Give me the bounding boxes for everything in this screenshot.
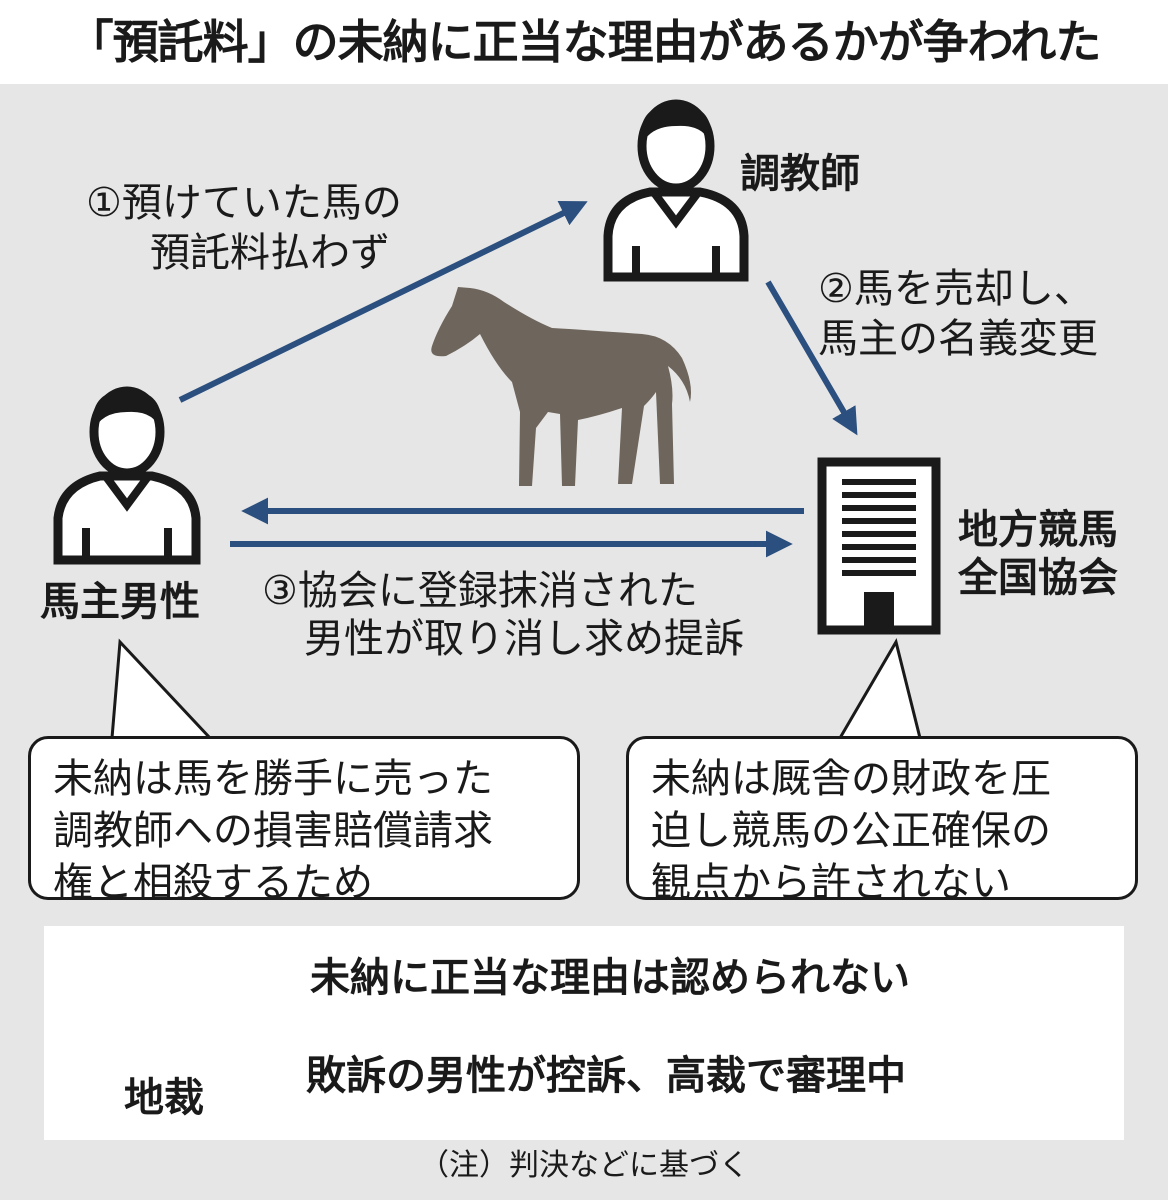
- verdict-box: [44, 926, 1124, 1140]
- outcome-text: 敗訴の男性が控訴、高裁で審理中: [306, 1053, 906, 1099]
- association-label-line1: 地方競馬: [958, 507, 1118, 553]
- trainer-person-icon: [603, 99, 749, 282]
- owner-claim-line1: 未納は馬を勝手に売った: [53, 756, 493, 802]
- step1-label-line1: ①預けていた馬の: [86, 180, 402, 226]
- owner-bubble-tail: [110, 638, 212, 740]
- association-claim-bubble: 未納は厩舎の財政を圧 迫し競馬の公正確保の 観点から許されない: [626, 736, 1138, 906]
- owner-claim-bubble: 未納は馬を勝手に売った 調教師への損害賠償請求 権と相殺するため: [28, 736, 580, 906]
- trainer-label: 調教師: [740, 151, 860, 197]
- association-building-icon: [817, 457, 941, 635]
- arrow-trainer-to-association: [765, 280, 858, 436]
- association-claim-line3: 観点から許されない: [651, 860, 1011, 906]
- step2-label-line1: ②馬を売却し、: [818, 266, 1094, 312]
- association-label-line2: 全国協会: [958, 555, 1118, 601]
- horse-icon: [431, 287, 691, 486]
- ruling-text: 未納に正当な理由は認められない: [310, 955, 910, 1001]
- owner-label: 馬主男性: [40, 579, 200, 625]
- association-claim-line1: 未納は厩舎の財政を圧: [651, 756, 1051, 802]
- step3-label-line2: 男性が取り消し求め提訴: [304, 616, 744, 662]
- step1-label-line2: 預託料払わず: [150, 230, 390, 276]
- source-note: （注）判決などに基づく: [419, 1148, 749, 1183]
- association-bubble-tail: [838, 638, 922, 739]
- diagram-title: 「預託料」の未納に正当な理由があるかが争われた: [0, 0, 1168, 84]
- owner-claim-line3: 権と相殺するため: [53, 860, 373, 906]
- step2-label-line2: 馬主の名義変更: [818, 316, 1098, 362]
- owner-person-icon: [53, 386, 201, 565]
- court-label: 地裁: [124, 1075, 204, 1121]
- step3-label-line1: ③協会に登録抹消された: [262, 568, 698, 614]
- association-claim-line2: 迫し競馬の公正確保の: [651, 808, 1051, 854]
- owner-claim-line2: 調教師への損害賠償請求: [53, 808, 493, 854]
- arrow-owner-to-trainer: [178, 200, 588, 403]
